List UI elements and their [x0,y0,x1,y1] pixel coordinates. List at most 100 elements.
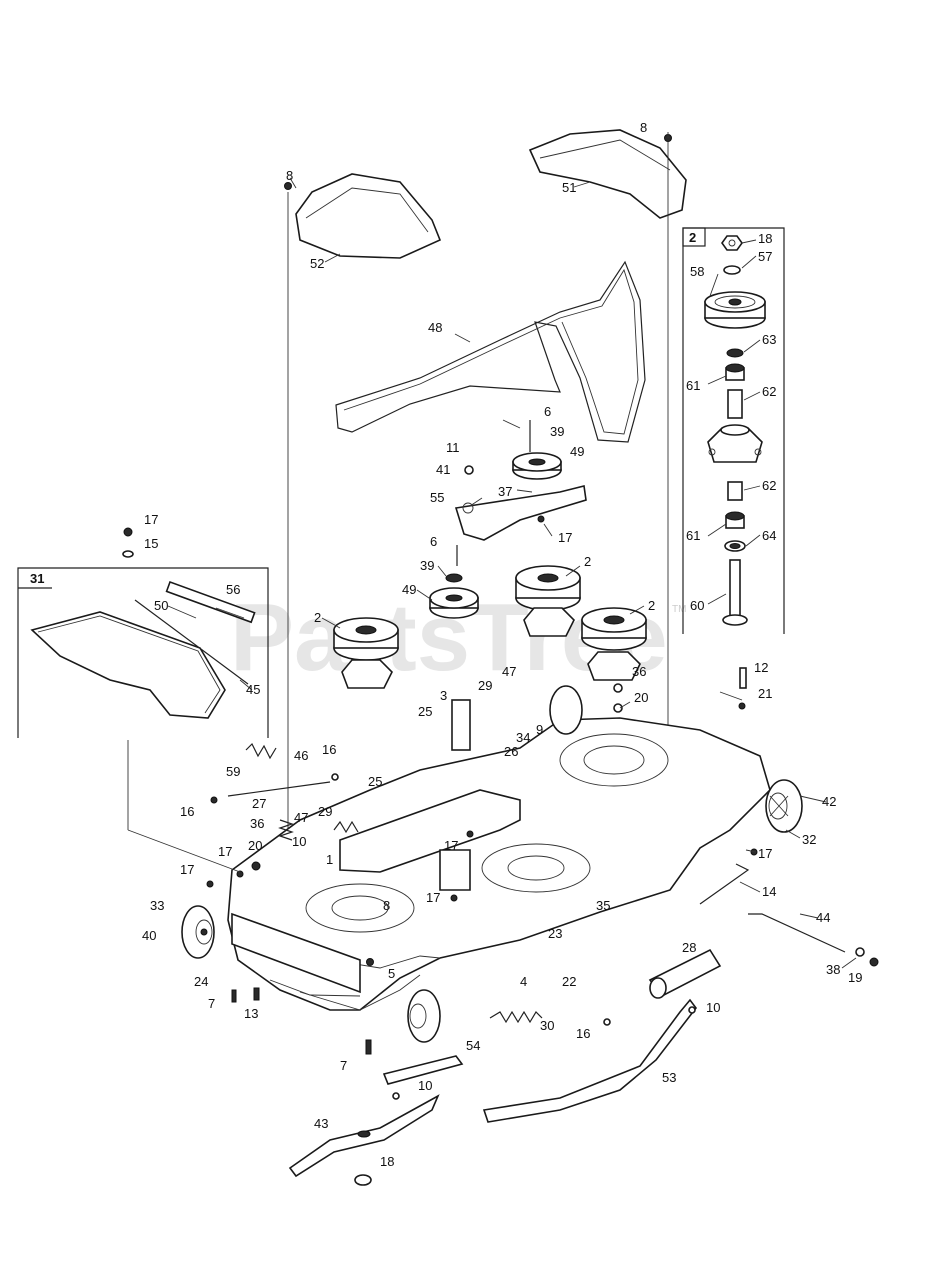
callout-46: 46 [294,748,308,763]
callout-38: 38 [826,962,840,977]
callout-45: 45 [246,682,260,697]
callout-51: 51 [562,180,576,195]
callout-37: 37 [498,484,512,499]
callout-29: 29 [478,678,492,693]
spindle-center [515,565,581,637]
callout-56: 56 [226,582,240,597]
gauge-wheel-front-right [407,989,441,1043]
callout-40: 40 [142,928,156,943]
callout-8: 8 [640,120,647,135]
callout-16: 16 [576,1026,590,1041]
callout-55: 55 [430,490,444,505]
callout-8: 8 [286,168,293,183]
callout-8: 8 [383,898,390,913]
callout-53: 53 [662,1070,676,1085]
callout-47: 47 [502,664,516,679]
callout-1: 1 [326,852,333,867]
callout-60: 60 [690,598,704,613]
gauge-wheel-rear-right [765,779,803,833]
callout-47: 47 [294,810,308,825]
callout-17: 17 [426,890,440,905]
callout-10: 10 [418,1078,432,1093]
inset-31-id: 31 [30,571,44,586]
callout-29: 29 [318,804,332,819]
callout-17: 17 [758,846,772,861]
callout-2: 2 [648,598,655,613]
callout-33: 33 [150,898,164,913]
callout-5: 5 [388,966,395,981]
callout-2: 2 [314,610,321,625]
callout-15: 15 [144,536,158,551]
callout-36: 36 [250,816,264,831]
inset-spindle-assembly: 2 [682,227,785,634]
callout-57: 57 [758,249,772,264]
callout-17: 17 [218,844,232,859]
callout-10: 10 [292,834,306,849]
callout-4: 4 [520,974,527,989]
callout-50: 50 [154,598,168,613]
callout-16: 16 [180,804,194,819]
callout-14: 14 [762,884,776,899]
hardware-dots [122,134,879,1100]
callout-20: 20 [634,690,648,705]
gauge-wheel-rear-mid [549,685,583,735]
callout-28: 28 [682,940,696,955]
leader-lines [127,132,857,969]
callout-3: 3 [440,688,447,703]
callout-19: 19 [848,970,862,985]
callout-61: 61 [686,528,700,543]
inset-mulch-kit: 31 [17,567,269,738]
callout-25: 25 [368,774,382,789]
callout-7: 7 [340,1058,347,1073]
callout-18: 18 [380,1154,394,1169]
callout-62: 62 [762,478,776,493]
callout-64: 64 [762,528,776,543]
callout-49: 49 [570,444,584,459]
callout-42: 42 [822,794,836,809]
callout-23: 23 [548,926,562,941]
callout-21: 21 [758,686,772,701]
callout-32: 32 [802,832,816,847]
callout-13: 13 [244,1006,258,1021]
callout-25: 25 [418,704,432,719]
callout-34: 34 [516,730,530,745]
callout-20: 20 [248,838,262,853]
callout-17: 17 [144,512,158,527]
callout-54: 54 [466,1038,480,1053]
callout-58: 58 [690,264,704,279]
callout-61: 61 [686,378,700,393]
callout-39: 39 [550,424,564,439]
callout-35: 35 [596,898,610,913]
callout-22: 22 [562,974,576,989]
callout-41: 41 [436,462,450,477]
callout-36: 36 [632,664,646,679]
callout-18: 18 [758,231,772,246]
callout-49: 49 [402,582,416,597]
watermark-tm: TM [672,604,686,615]
callout-39: 39 [420,558,434,573]
callout-59: 59 [226,764,240,779]
callout-9: 9 [536,722,543,737]
callout-labels: 8 8 8 51 52 48 18 57 58 63 61 62 62 61 6… [142,120,862,1169]
callout-27: 27 [252,796,266,811]
callout-30: 30 [540,1018,554,1033]
callout-43: 43 [314,1116,328,1131]
callout-63: 63 [762,332,776,347]
callout-10: 10 [706,1000,720,1015]
callout-17: 17 [558,530,572,545]
callout-7: 7 [208,996,215,1011]
callout-52: 52 [310,256,324,271]
spindle-left [333,617,399,689]
callout-11: 11 [446,440,460,455]
callout-24: 24 [194,974,208,989]
callout-2: 2 [584,554,591,569]
callout-44: 44 [816,910,830,925]
callout-62: 62 [762,384,776,399]
callout-12: 12 [754,660,768,675]
callout-17: 17 [444,838,458,853]
callout-6: 6 [430,534,437,549]
gauge-wheel-front-left [181,905,215,959]
callout-26: 26 [504,744,518,759]
